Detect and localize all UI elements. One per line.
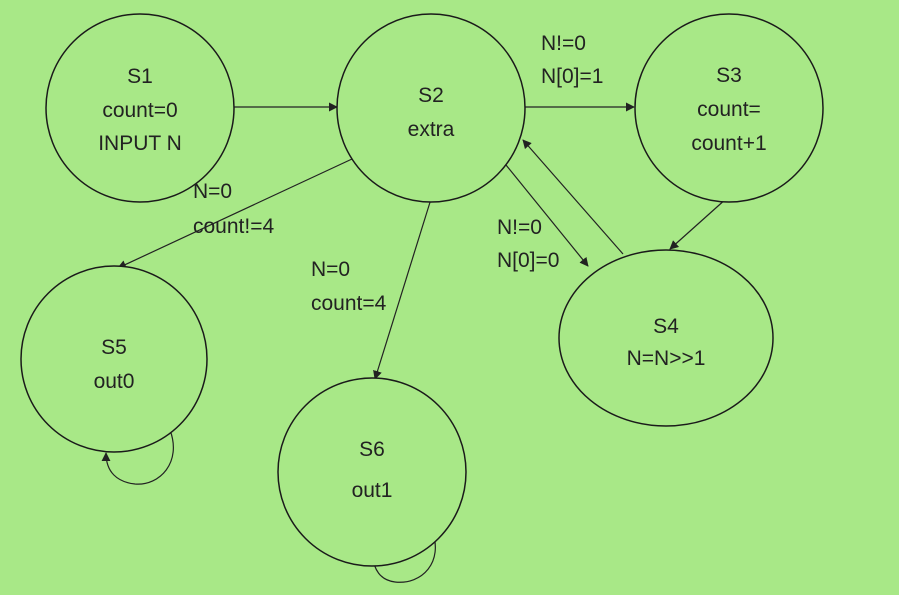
transition-s2-s3-line2: N[0]=1 (541, 65, 603, 88)
state-s4-line1: N=N>>1 (627, 347, 706, 370)
state-s1: S1 count=0 INPUT N (45, 13, 235, 203)
transition-s2-s5-line2: count!=4 (193, 215, 274, 238)
state-s6-circle (277, 377, 467, 567)
transition-s2-s3-line1: N!=0 (541, 32, 586, 55)
state-s1-line1: count=0 (102, 99, 177, 122)
edge-s2-to-s5 (117, 158, 353, 269)
transition-s2-s4-line1: N!=0 (497, 216, 542, 239)
transition-s2-s5-line1: N=0 (193, 180, 232, 203)
edge-s2-to-s4 (505, 164, 589, 267)
state-s3-line2: count+1 (691, 132, 766, 155)
state-s1-circle (45, 13, 235, 203)
transition-s2-s6-line2: count=4 (311, 292, 387, 315)
state-s4: S4 N=N>>1 (558, 249, 774, 427)
state-s1-line2: INPUT N (98, 132, 182, 155)
state-s6-line1: out1 (352, 479, 393, 502)
state-s3-name: S3 (716, 64, 742, 87)
state-s4-circle (558, 249, 774, 427)
edge-s2-to-s6 (373, 198, 432, 380)
state-s3-line1: count= (697, 98, 761, 121)
state-s2-name: S2 (418, 84, 444, 107)
transition-s2-s4-line2: N[0]=0 (497, 249, 559, 272)
state-s5-circle (20, 265, 208, 453)
edge-s6-self-loop (368, 529, 436, 583)
state-s6: S6 out1 (277, 377, 467, 567)
state-s6-name: S6 (359, 438, 385, 461)
state-s2-circle (336, 13, 526, 203)
edge-s3-to-s4 (669, 197, 728, 250)
state-s2: S2 extra (336, 13, 526, 203)
state-s5-name: S5 (101, 336, 127, 359)
state-s1-name: S1 (127, 65, 153, 88)
state-s5-line1: out0 (94, 370, 135, 393)
edge-s4-to-s2 (522, 139, 624, 255)
state-s3: S3 count= count+1 (634, 13, 824, 203)
state-s2-line1: extra (408, 118, 455, 141)
state-s4-name: S4 (653, 315, 679, 338)
state-s5: S5 out0 (20, 265, 208, 453)
transition-s2-s6-line1: N=0 (311, 258, 350, 281)
edge-s5-self-loop (101, 429, 174, 485)
state-s3-circle (634, 13, 824, 203)
